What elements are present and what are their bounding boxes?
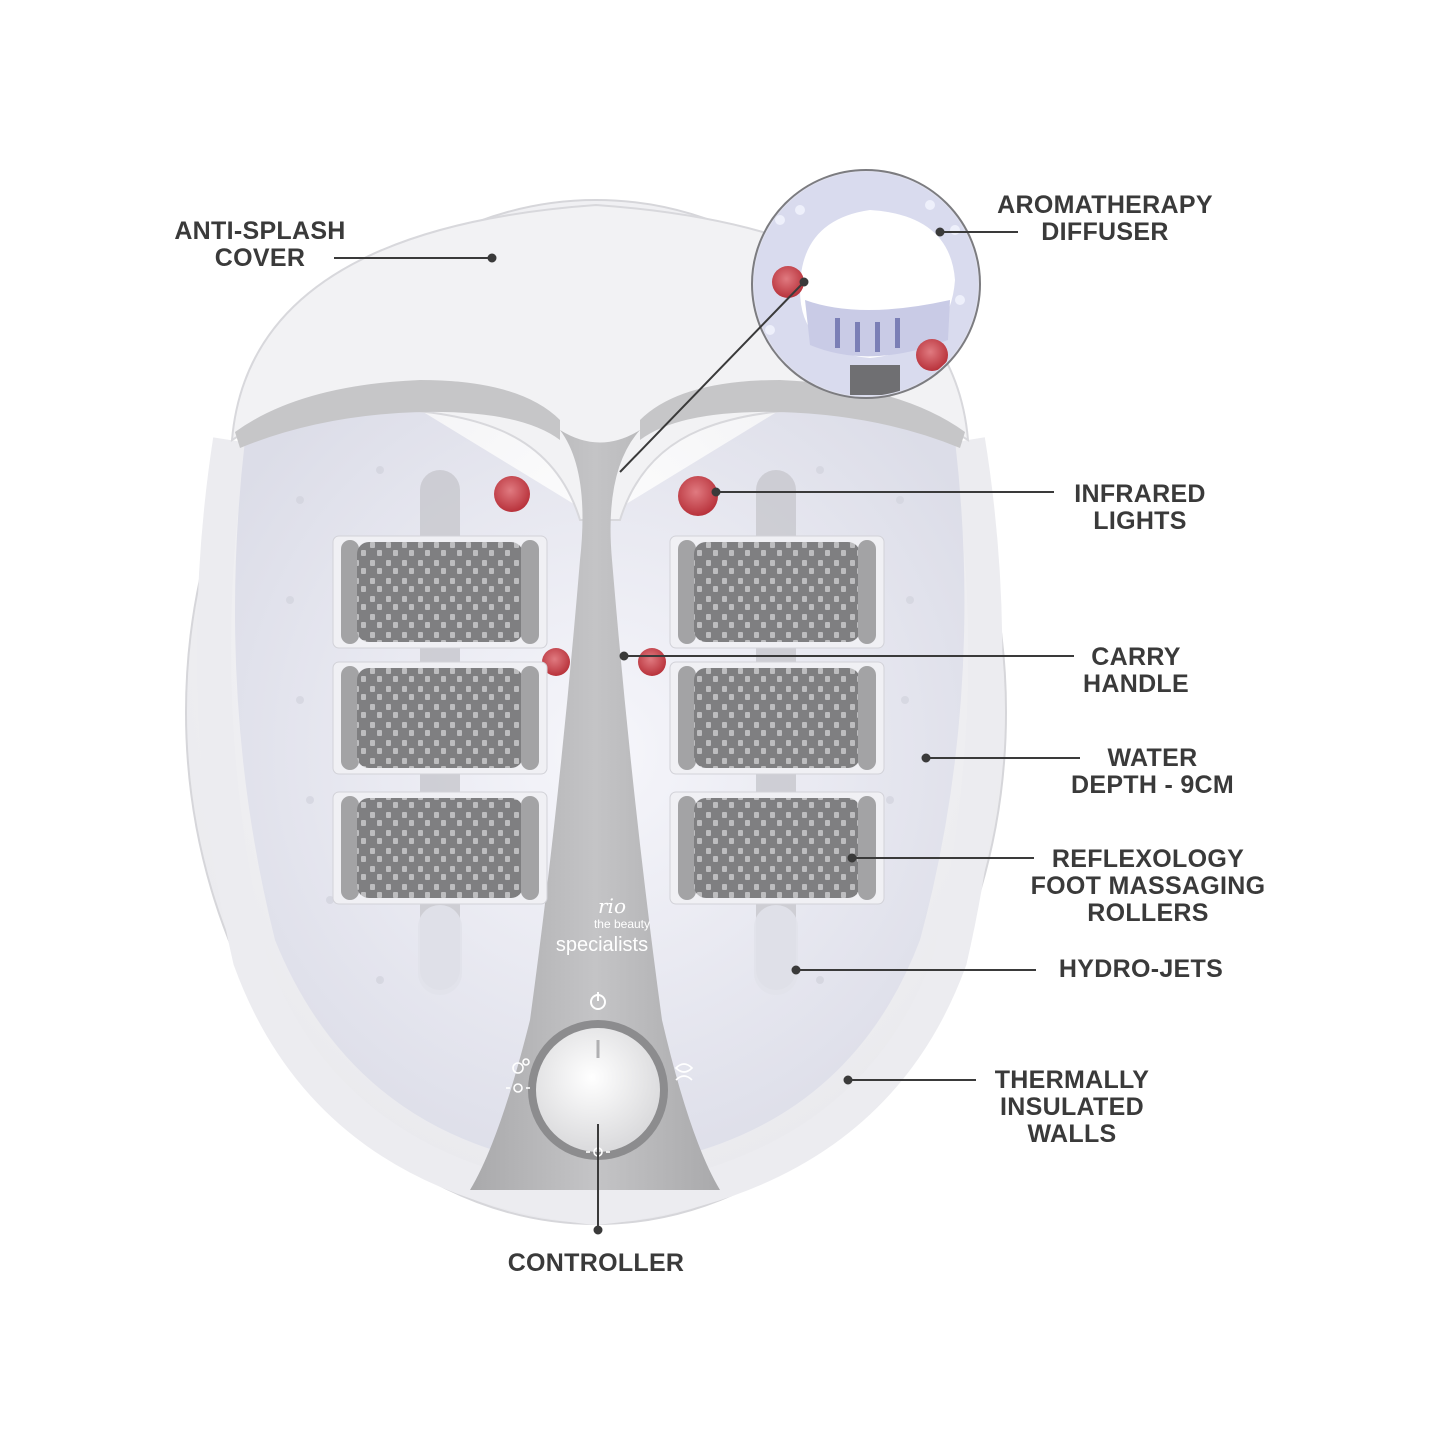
vibration-icon [674, 1063, 694, 1081]
label-reflexology-rollers: REFLEXOLOGY FOOT MASSAGING ROLLERS [1030, 845, 1266, 927]
leader-aromatherapy-lens [619, 281, 805, 473]
power-icon [590, 992, 606, 1010]
label-anti-splash-cover: ANTI-SPLASH COVER [174, 217, 346, 272]
leader-lines [334, 227, 1080, 1235]
leader-rollers-dot [847, 853, 857, 863]
massage-roller [669, 535, 885, 649]
hydro-jet-tubes [418, 905, 798, 995]
massage-roller [332, 661, 548, 775]
label-infrared-lights: INFRARED LIGHTS [1074, 480, 1206, 535]
leader-aromatherapy-lens-dot [799, 277, 809, 287]
leader-aromatherapy-dot [935, 227, 945, 237]
insulated-wall-rim [197, 437, 1003, 1226]
leader-anti-splash-dot [487, 253, 497, 263]
label-water-depth: WATER DEPTH - 9CM [1070, 744, 1235, 799]
brand-tagline: the beauty [593, 917, 651, 931]
label-aromatherapy-diffuser: AROMATHERAPY DIFFUSER [997, 191, 1213, 246]
massage-roller [332, 791, 548, 905]
leader-carry-dot [619, 651, 629, 661]
leader-thermal-dot [843, 1075, 853, 1085]
massage-rollers [332, 535, 885, 905]
light-icon [506, 1083, 530, 1093]
leader-infrared-dot [711, 487, 721, 497]
massage-roller [669, 661, 885, 775]
massage-roller [332, 535, 548, 649]
brand-mark: rio [598, 894, 626, 918]
leader-water-dot [921, 753, 931, 763]
aromatherapy-zoom-lens [751, 169, 981, 399]
brand-logo: rio the beauty [576, 896, 668, 931]
carry-handle-body [470, 430, 720, 1190]
bubbles-icon [512, 1058, 530, 1074]
leader-hydro-dot [791, 965, 801, 975]
brand-name: specialists [555, 934, 649, 956]
leader-controller-dot [593, 1225, 603, 1235]
label-thermally-insulated-walls: THERMALLY INSULATED WALLS [994, 1066, 1150, 1148]
controller-knob [528, 1020, 668, 1160]
label-controller: CONTROLLER [507, 1249, 685, 1277]
massage-roller [669, 791, 885, 905]
infrared-lights [494, 476, 718, 676]
label-hydro-jets: HYDRO-JETS [1058, 955, 1224, 983]
label-carry-handle: CARRY HANDLE [1083, 643, 1189, 698]
